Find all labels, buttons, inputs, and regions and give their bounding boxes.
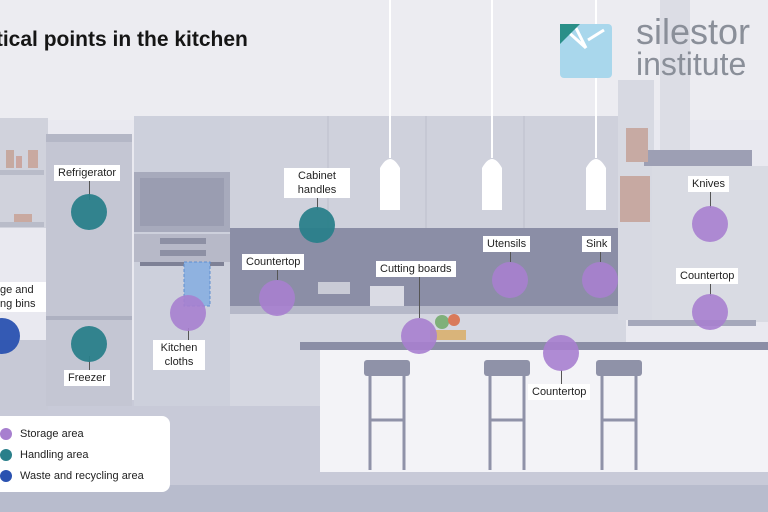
leader-line <box>710 188 711 208</box>
leader-line <box>561 370 562 384</box>
leader-line <box>419 274 420 318</box>
hotspot-kitchen-cloths[interactable] <box>170 295 206 331</box>
label-countertop-oven: Countertop <box>242 254 305 270</box>
legend-item-waste: Waste and recycling area <box>0 466 144 486</box>
hotspot-sink[interactable] <box>582 262 618 298</box>
label-countertop-right: Countertop <box>676 268 739 284</box>
leader-line <box>89 356 90 370</box>
label-cutting-boards: Cutting boards <box>376 261 456 277</box>
legend-item-handling: Handling area <box>0 445 89 465</box>
label-sink: Sink <box>582 236 612 252</box>
legend-label-handling: Handling area <box>20 449 89 461</box>
legend-item-storage: Storage area <box>0 424 84 444</box>
hotspot-refrigerator[interactable] <box>71 194 107 230</box>
legend-label-storage: Storage area <box>20 428 84 440</box>
silestone-institute-logo: silestor institute <box>636 11 751 82</box>
label-knives: Knives <box>688 176 730 192</box>
logo-line-1: silestor <box>636 11 751 52</box>
legend: Storage area Handling area Waste and rec… <box>0 416 170 492</box>
label-refrigerator: Refrigerator <box>54 165 121 181</box>
label-cabinet-handles: Cabinet handles <box>284 168 350 198</box>
label-waste-bins: ge and ng bins <box>0 282 46 312</box>
hotspot-cutting-boards[interactable] <box>401 318 437 354</box>
legend-dot-storage <box>0 428 12 440</box>
label-countertop-island: Countertop <box>528 384 591 400</box>
hotspot-freezer[interactable] <box>71 326 107 362</box>
hotspot-knives[interactable] <box>692 206 728 242</box>
leader-line <box>710 282 711 296</box>
leader-line <box>510 248 511 262</box>
hotspot-countertop-oven[interactable] <box>259 280 295 316</box>
leader-line <box>317 196 318 210</box>
hotspot-utensils[interactable] <box>492 262 528 298</box>
hotspot-cabinet-handles[interactable] <box>299 207 335 243</box>
logo-line-2: institute <box>636 46 747 82</box>
label-kitchen-cloths: Kitchen cloths <box>153 340 205 370</box>
leader-line <box>600 248 601 262</box>
legend-dot-handling <box>0 449 12 461</box>
leader-line <box>188 328 189 340</box>
legend-dot-waste <box>0 470 12 482</box>
leader-line <box>89 178 90 200</box>
hotspot-countertop-island[interactable] <box>543 335 579 371</box>
leader-line <box>277 266 278 280</box>
page-title: itical points in the kitchen <box>0 28 248 51</box>
hotspot-countertop-right[interactable] <box>692 294 728 330</box>
hotspot-waste-bins[interactable] <box>0 318 20 354</box>
label-utensils: Utensils <box>483 236 531 252</box>
label-freezer: Freezer <box>64 370 110 386</box>
legend-label-waste: Waste and recycling area <box>20 470 144 482</box>
